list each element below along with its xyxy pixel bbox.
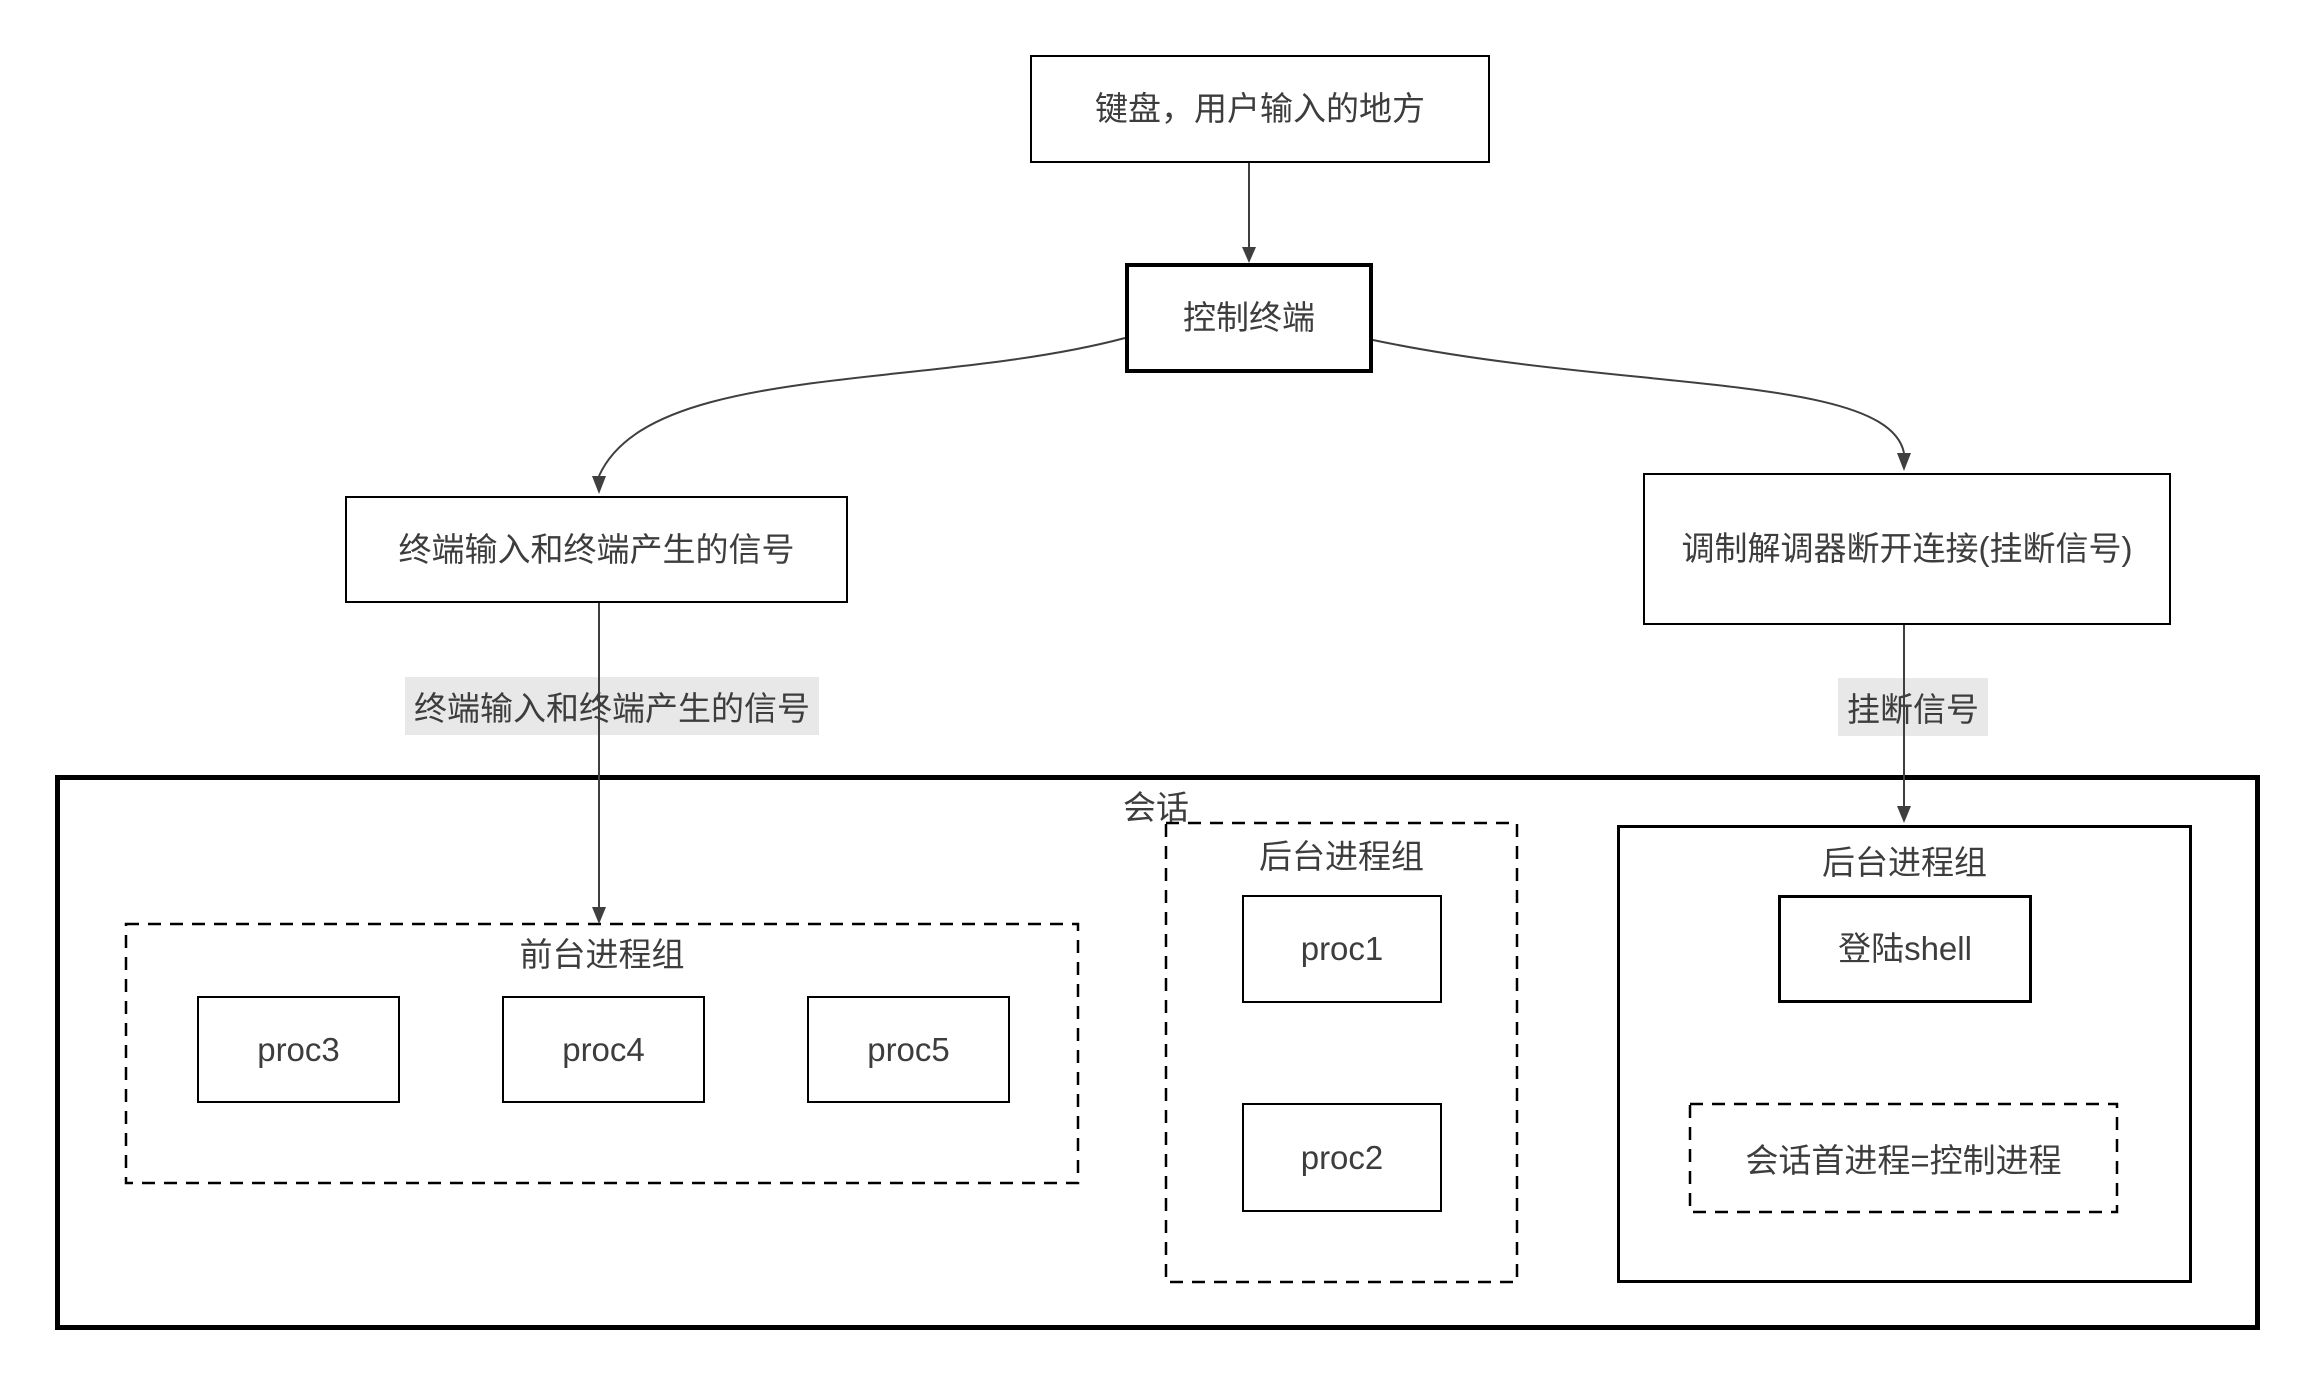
modem-disconnect-box: 调制解调器断开连接(挂断信号) [1643,473,2171,625]
login-shell-box: 登陆shell [1778,895,2032,1003]
proc3-box: proc3 [197,996,400,1103]
proc2-box: proc2 [1242,1103,1442,1212]
proc5-box: proc5 [807,996,1010,1103]
controlling-terminal-box: 控制终端 [1125,263,1373,373]
session-leader-box: 会话首进程=控制进程 [1745,1142,2062,1179]
arrow-keyboard-to-terminal [1242,163,1256,263]
keyboard-box: 键盘，用户输入的地方 [1030,55,1490,163]
terminal-signals-edge-label: 终端输入和终端产生的信号 [405,677,819,735]
proc4-box: proc4 [502,996,705,1103]
arrow-terminal-to-signals [592,337,1126,494]
proc1-box: proc1 [1242,895,1442,1003]
background-group-2-title: 后台进程组 [1822,844,1987,881]
background-group-1-title: 后台进程组 [1259,838,1424,875]
foreground-group-title: 前台进程组 [519,936,685,973]
arrow-terminal-to-modem [1372,339,1911,471]
hangup-edge-label: 挂断信号 [1838,678,1988,736]
session-box [55,775,2260,1330]
terminal-signals-box: 终端输入和终端产生的信号 [345,496,848,603]
session-title: 会话 [1123,789,1189,826]
background-group-2-box [1617,825,2192,1283]
